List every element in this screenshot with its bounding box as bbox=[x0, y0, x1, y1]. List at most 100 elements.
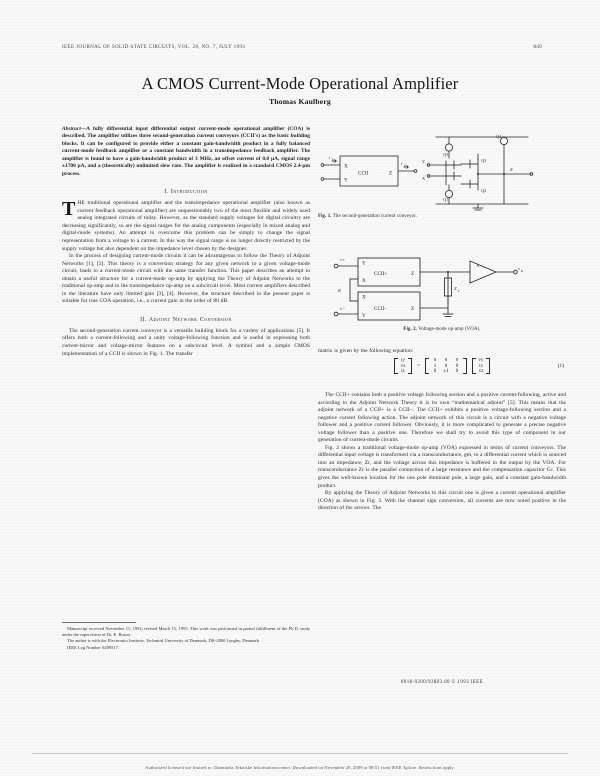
m21: ±1 bbox=[443, 369, 449, 374]
figure-1-transistor-q3: Q3 bbox=[481, 158, 486, 163]
equation-matrix: 0 0 0 1 0 0 0 ±1 0 bbox=[425, 358, 468, 374]
drop-cap: T bbox=[62, 198, 76, 221]
footer-divider bbox=[32, 753, 568, 754]
intro-paragraph-2: In the process of designing current-mode… bbox=[62, 253, 310, 305]
figure-2-ccii-minus-port-x: X bbox=[362, 295, 366, 301]
figure-2-ccii-minus-port-y: Y bbox=[362, 313, 366, 319]
equation-rhs-1: ix bbox=[479, 363, 483, 369]
figure-2-label: Fig. 2. bbox=[403, 327, 417, 332]
figure-2-block-ccii-minus: CCII− bbox=[374, 306, 387, 312]
figure-2-input-vplus: v+ bbox=[340, 257, 345, 262]
figure-1-transistor-q5: Q5 bbox=[443, 152, 448, 157]
figure-1-label: Fig. 1. bbox=[318, 214, 332, 219]
equation-lhs-2: iz bbox=[401, 369, 405, 374]
figure-1-current-iz: i bbox=[401, 161, 403, 166]
figure-1-node-x: X bbox=[422, 176, 426, 181]
footnote-line-1: Manuscript received November 11, 1992; r… bbox=[62, 626, 310, 638]
m10: 1 bbox=[433, 363, 437, 369]
equation-intro: matrix is given by the following equatio… bbox=[318, 348, 414, 354]
right-paragraph-3: By applying the Theory of Adjoint Networ… bbox=[318, 490, 566, 512]
figure-1-drawing: X Y Z CCII i y i z bbox=[320, 134, 534, 211]
scan-footer: Authorized licensed use limited to: Danm… bbox=[145, 765, 455, 770]
equation-lhs-0: iy bbox=[401, 358, 405, 363]
footnotes: Manuscript received November 11, 1992; r… bbox=[62, 622, 310, 651]
figure-1: X Y Z CCII i y i z bbox=[318, 128, 566, 238]
equation-rhs-vector: vy ix vz bbox=[472, 358, 491, 374]
figure-2-impedance-zr-sub: r bbox=[458, 288, 460, 293]
figure-1-current-iy-sub: y bbox=[332, 157, 335, 162]
publication-id: 0018-9200/93$03.00 © 1993 IEEE bbox=[400, 680, 484, 685]
section-number-2: II. bbox=[140, 316, 148, 323]
equation-matrix-row-0: 0 0 0 bbox=[432, 358, 461, 363]
section-heading-adjoint: II. Adjoint Network Conversion bbox=[62, 317, 310, 325]
right-paragraph-1: The CCII+ contains both a positive volta… bbox=[318, 392, 566, 444]
page-title: A CMOS Current-Mode Operational Amplifie… bbox=[141, 74, 459, 93]
figure-1-node-y: Y bbox=[422, 159, 425, 164]
left-column: Abstract—A fully differential input diff… bbox=[62, 126, 310, 358]
m12: 0 bbox=[455, 363, 459, 369]
m02: 0 bbox=[455, 358, 459, 363]
figure-1-port-y: Y bbox=[344, 178, 348, 184]
section-title-2: Adjoint Network Conversion bbox=[148, 316, 232, 323]
page-number: 849 bbox=[533, 44, 542, 50]
figure-1-caption: Fig. 1. The second-generation current co… bbox=[318, 214, 566, 220]
equation-matrix-row-1: 1 0 0 bbox=[432, 364, 461, 369]
figure-1-transistor-q1: Q1 bbox=[443, 197, 448, 202]
figure-2-ccii-plus-port-x: X bbox=[362, 278, 366, 284]
abstract-label: Abstract— bbox=[62, 126, 87, 132]
m01: 0 bbox=[444, 358, 448, 363]
footnote-rule bbox=[62, 622, 136, 623]
m11: 0 bbox=[444, 363, 448, 369]
intro-paragraph-1-text: HE traditional operational amplifier and… bbox=[62, 200, 310, 252]
figure-1-symbol-name: CCII bbox=[358, 171, 369, 177]
equation-1: iy vx iz = 0 0 0 1 0 0 0 bbox=[318, 358, 566, 374]
equation-rhs-0: vy bbox=[478, 358, 484, 363]
equation-equals: = bbox=[416, 363, 421, 369]
running-head: IEEE JOURNAL OF SOLID-STATE CIRCUITS, VO… bbox=[62, 44, 542, 50]
figure-2-ccii-plus-port-y: Y bbox=[362, 261, 366, 267]
abstract: Abstract—A fully differential input diff… bbox=[62, 126, 310, 178]
figure-1-caption-text: The second-generation current conveyor. bbox=[332, 214, 417, 219]
figure-2-output-vo-sub: o bbox=[521, 268, 523, 273]
figure-1-transistor-q4: Q4 bbox=[496, 134, 502, 139]
figure-2-block-ccii-plus: CCII+ bbox=[374, 271, 387, 277]
m22: 0 bbox=[455, 369, 459, 374]
figure-1-current-iy: i bbox=[329, 155, 331, 160]
figure-2-ccii-minus-port-z: Z bbox=[411, 306, 414, 312]
figure-2-input-vminus: v− bbox=[340, 306, 345, 311]
figure-2-impedance-zr: Z bbox=[454, 286, 457, 291]
equation-number: (1) bbox=[557, 363, 564, 369]
figure-2-caption: Fig. 2. Voltage-mode op-amp (VOA). bbox=[318, 327, 566, 333]
abstract-text: A fully differential input differential … bbox=[62, 126, 310, 177]
right-column-body: The CCII+ contains both a positive volta… bbox=[318, 392, 566, 513]
footnote-line-3: IEEE Log Number 9209517. bbox=[67, 644, 119, 650]
adjoint-paragraph-1: The second-generation current conveyor i… bbox=[62, 327, 310, 357]
running-head-journal: IEEE JOURNAL OF SOLID-STATE CIRCUITS, VO… bbox=[62, 44, 246, 50]
figure-2-gain-a: A bbox=[475, 263, 479, 268]
footnote-line-2: The author is with the Electronics Insti… bbox=[67, 638, 261, 644]
figure-2-caption-text: Voltage-mode op-amp (VOA). bbox=[418, 327, 481, 332]
figure-2: Y X CCII+ Z X Y CCII− Z v+ v− R Z r A v … bbox=[318, 248, 566, 344]
author-name: Thomas Kaulberg bbox=[269, 97, 331, 106]
figure-2-gm-label: R bbox=[337, 288, 341, 293]
figure-1-port-x: X bbox=[344, 164, 348, 170]
section-heading-introduction: I. Introduction bbox=[62, 189, 310, 197]
equation-rhs-2: vz bbox=[478, 369, 484, 374]
figure-2-drawing: Y X CCII+ Z X Y CCII− Z v+ v− R Z r A v … bbox=[333, 257, 523, 321]
figure-2-ccii-plus-port-z: Z bbox=[411, 271, 414, 277]
figure-1-current-iz-sub: z bbox=[404, 163, 406, 168]
figure-1-node-z: Z bbox=[510, 167, 513, 172]
m00: 0 bbox=[433, 358, 437, 363]
figure-1-port-z: Z bbox=[389, 171, 392, 177]
figure-2-output-vo: v bbox=[518, 266, 521, 271]
m20: 0 bbox=[433, 369, 437, 374]
equation-lhs-vector: iy vx iz bbox=[393, 358, 412, 374]
figure-1-transistor-q2: Q2 bbox=[481, 188, 486, 193]
right-paragraph-2: Fig. 2 shows a traditional voltage-mode … bbox=[318, 444, 566, 489]
section-number-1: I. bbox=[164, 189, 169, 196]
section-title-1: Introduction bbox=[170, 189, 208, 196]
equation-matrix-row-2: 0 ±1 0 bbox=[432, 369, 461, 374]
equation-lhs-1: vx bbox=[400, 363, 406, 369]
